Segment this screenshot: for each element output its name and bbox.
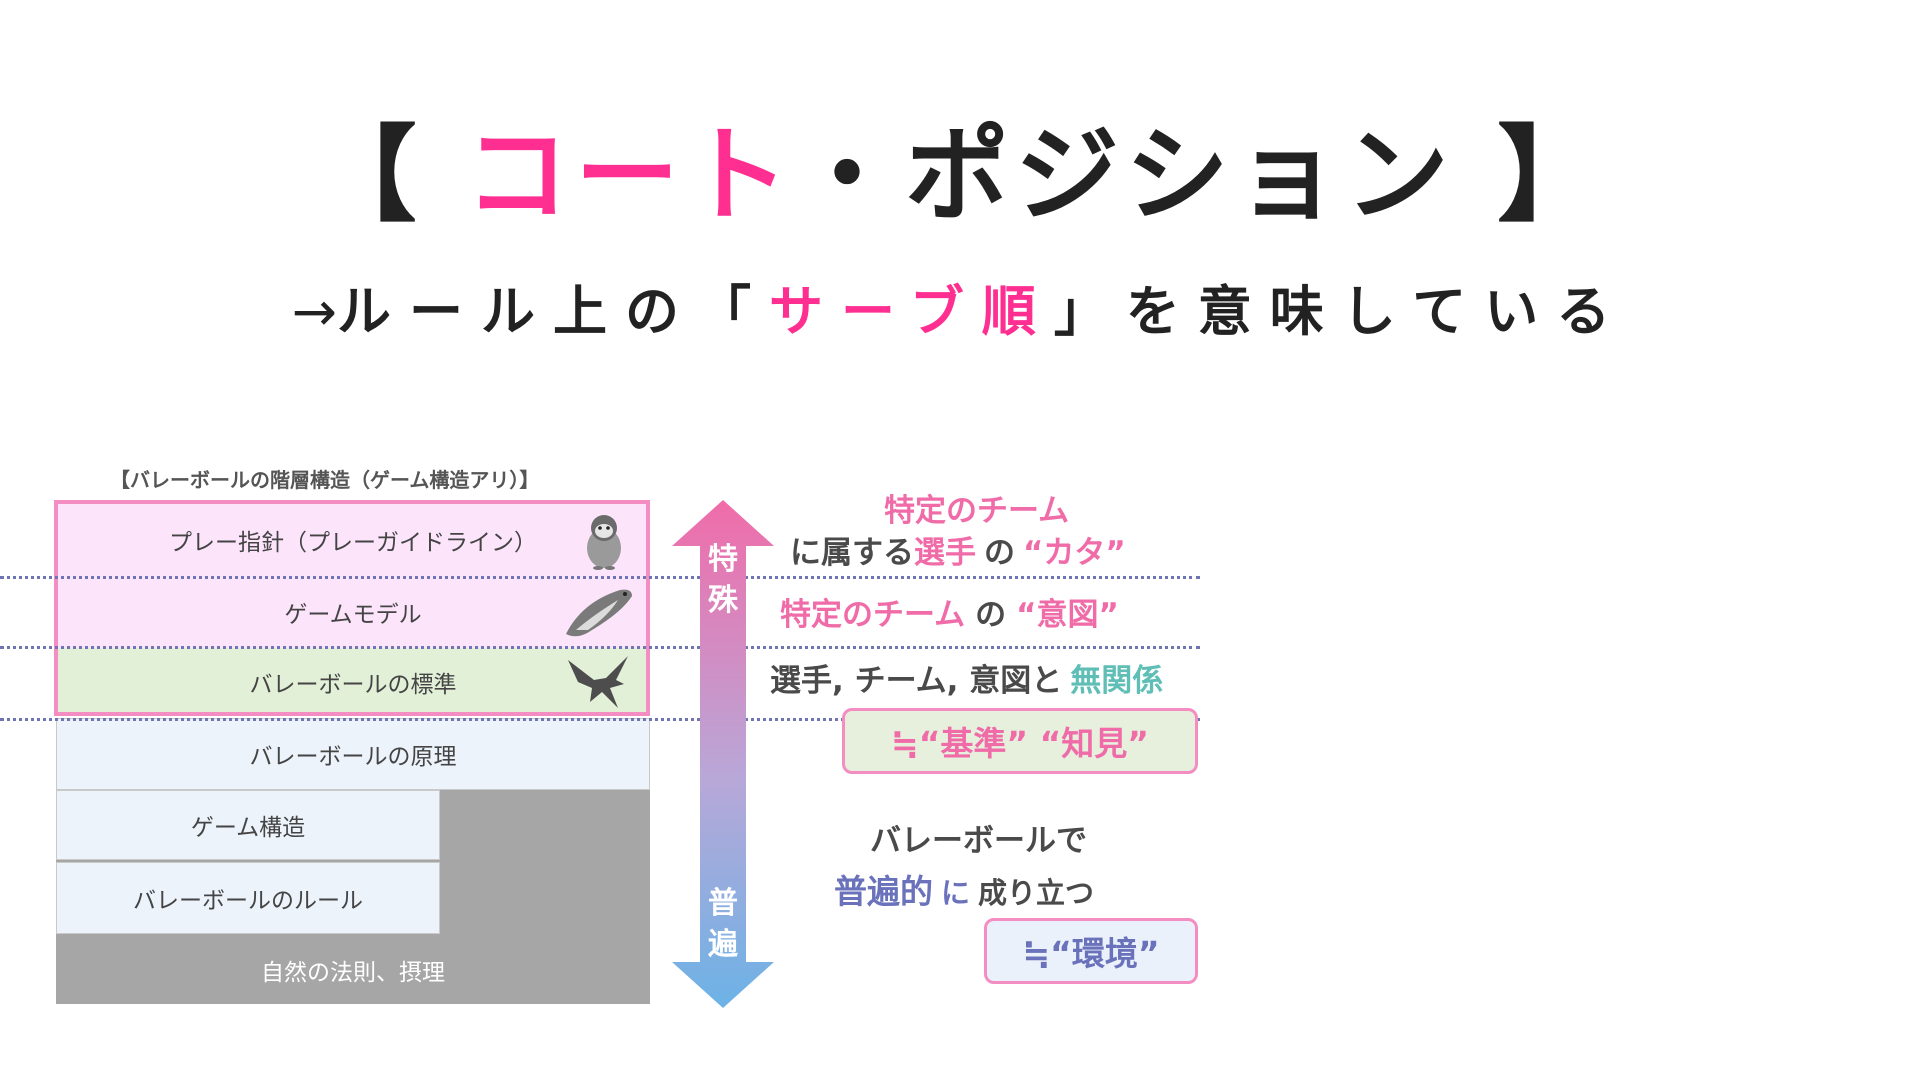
annotation-key: 選手 — [914, 535, 976, 571]
layer-natural-law: 自然の法則、摂理 — [56, 936, 650, 1004]
layer-label: ゲーム構造 — [191, 808, 305, 842]
annotation-text: の — [984, 535, 1015, 571]
layer-game-structure: ゲーム構造 — [56, 790, 440, 860]
annotation-text: バレーボールで — [870, 823, 1087, 859]
annotation-volleyball: バレーボールで — [870, 824, 1087, 858]
annotation-quote: “意図” — [1016, 597, 1119, 633]
annotation-kata: に属する選手の“カタ” — [790, 536, 1126, 570]
title-highlight: コート — [465, 114, 795, 236]
hierarchy-caption: 【バレーボールの階層構造（ゲーム構造アリ）】 — [110, 464, 539, 493]
layer-volleyball-rules: バレーボールのルール — [56, 862, 440, 934]
standard-knowledge-box: ≒“基準” “知見” — [842, 708, 1198, 774]
layer-label: バレーボールの原理 — [250, 737, 457, 771]
subtitle-highlight: サーブ順 — [769, 280, 1054, 343]
annotation-text: に属する — [790, 535, 914, 571]
dotted-separator — [0, 646, 1200, 649]
annotation-text: の — [975, 597, 1006, 633]
annotation-universal: 普遍的に成り立つ — [834, 874, 1094, 910]
subtitle-after: 」を意味している — [1054, 280, 1628, 343]
axis-label-specific: 特殊 — [706, 540, 740, 621]
annotation-text: 成り立つ — [978, 876, 1094, 910]
annotation-team-intent: 特定のチームの “意図” — [780, 598, 1119, 632]
annotation-text: 特定のチーム — [884, 493, 1069, 529]
specific-layers-frame — [54, 500, 650, 716]
annotation-unrelated: 選手, チーム, 意図と無関係 — [770, 664, 1163, 698]
layer-volleyball-principle: バレーボールの原理 — [56, 718, 650, 790]
annotation-key: 特定のチーム — [780, 597, 965, 633]
title-close-bracket: 】 — [1455, 114, 1607, 236]
title-rest: ・ポジション — [795, 114, 1455, 236]
annotation-quote: “カタ” — [1023, 535, 1126, 571]
title-open-bracket: 【 — [313, 114, 465, 236]
dotted-separator — [0, 576, 1200, 579]
layer-label: バレーボールのルール — [133, 881, 363, 915]
box-text: ≒“環境” — [1022, 927, 1159, 975]
subtitle: →ルール上の「サーブ順」を意味している — [0, 282, 1920, 341]
subtitle-before: ルール上の「 — [337, 280, 769, 343]
environment-box: ≒“環境” — [984, 918, 1198, 984]
annotation-text: に — [941, 876, 970, 910]
axis-label-universal: 普遍 — [706, 884, 740, 965]
page-title: 【 コート・ポジション 】 — [0, 118, 1920, 232]
box-text: ≒“基準” “知見” — [891, 717, 1149, 765]
annotation-key: 無関係 — [1070, 663, 1163, 699]
annotation-specific-team: 特定のチーム — [884, 494, 1069, 528]
layer-label: 自然の法則、摂理 — [261, 953, 445, 987]
annotation-text: 選手, チーム, 意図と — [770, 663, 1062, 699]
annotation-key: 普遍的 — [834, 872, 933, 911]
subtitle-arrow: → — [292, 280, 337, 343]
